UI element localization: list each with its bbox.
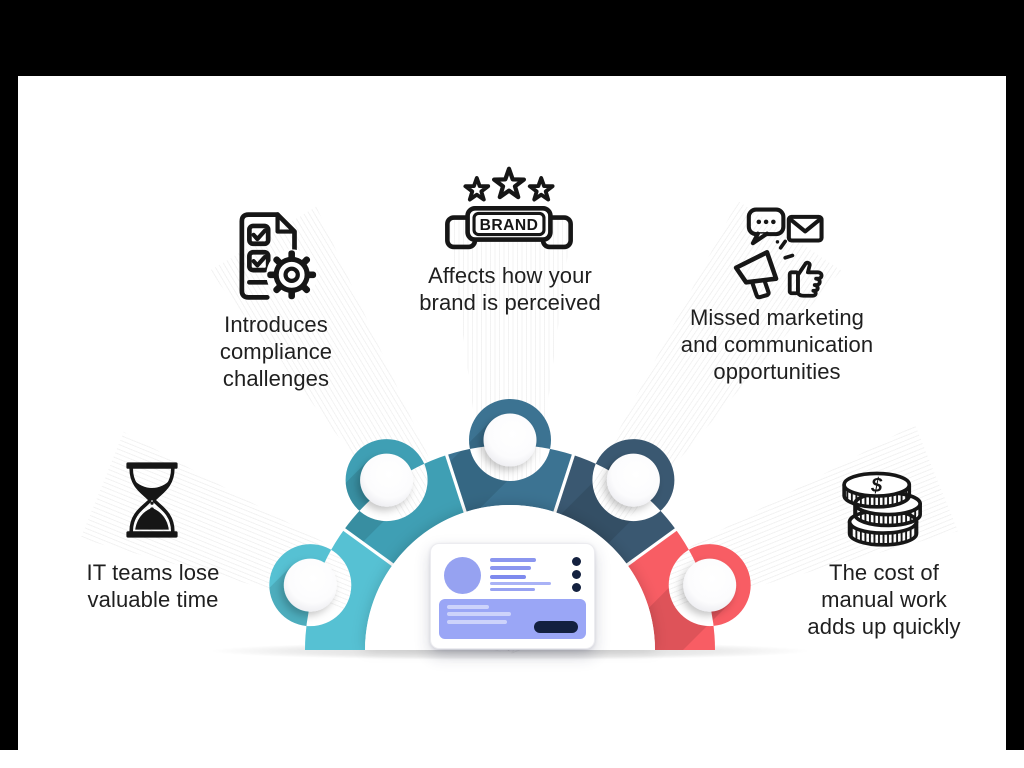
panel-text-line — [447, 620, 507, 624]
card-text-line — [490, 575, 526, 579]
caption-compliance: Introduces compliance challenges — [176, 311, 376, 392]
letterbox-left — [0, 76, 18, 750]
ui-card-illustration — [430, 543, 595, 649]
menu-dot — [572, 583, 581, 592]
caption-line: IT teams lose — [86, 560, 220, 585]
hourglass-icon — [120, 453, 184, 547]
card-text-line — [490, 558, 536, 562]
caption-line: and communication — [680, 332, 874, 357]
card-text-line — [490, 588, 535, 591]
caption-line: Missed marketing — [690, 305, 864, 330]
card-button — [534, 621, 578, 633]
caption-line: valuable time — [87, 587, 219, 612]
card-footer-panel — [439, 599, 586, 639]
knob-4 — [606, 453, 660, 507]
letterbox-top — [0, 0, 1024, 76]
knob-1 — [283, 558, 337, 612]
caption-line: compliance — [219, 339, 333, 364]
menu-dot — [572, 557, 581, 566]
caption-line: challenges — [222, 366, 330, 391]
fan-knobs — [283, 413, 737, 612]
letterbox-right — [1006, 76, 1024, 750]
gear-icon — [266, 249, 318, 301]
speech-bubble-icon — [746, 207, 786, 246]
caption-line: Introduces — [224, 312, 328, 337]
fan-segment-1 — [269, 529, 393, 650]
compliance-checklist-icon — [224, 206, 318, 306]
card-text-line — [490, 566, 531, 570]
caption-cost: The cost of manual work adds up quickly — [784, 559, 984, 640]
coin-top: $ — [842, 471, 912, 509]
brand-banner-icon: BRAND — [440, 164, 578, 260]
fan-gauge-graphic — [200, 385, 820, 670]
envelope-icon — [786, 214, 824, 243]
card-text-line — [490, 582, 551, 585]
caption-line: Affects how your — [428, 263, 592, 288]
dollar-sign: $ — [870, 475, 883, 497]
caption-line: adds up quickly — [807, 614, 961, 639]
avatar — [444, 557, 481, 594]
caption-it-time: IT teams lose valuable time — [53, 559, 253, 613]
knob-2 — [360, 453, 414, 507]
caption-line: opportunities — [713, 359, 841, 384]
panel-text-line — [447, 605, 489, 609]
caption-line: manual work — [821, 587, 947, 612]
panel-text-line — [447, 612, 511, 616]
marketing-communication-icon — [727, 207, 827, 304]
caption-line: The cost of — [829, 560, 939, 585]
star-icon — [491, 166, 527, 200]
caption-marketing: Missed marketing and communication oppor… — [666, 304, 888, 385]
knob-5 — [683, 558, 737, 612]
brand-banner-label: BRAND — [480, 217, 539, 234]
star-icon — [527, 176, 555, 202]
megaphone-icon — [733, 239, 795, 300]
money-coins-icon: $ — [836, 458, 931, 553]
caption-brand: Affects how your brand is perceived — [399, 262, 621, 316]
thumbs-up-icon — [787, 260, 824, 298]
fan-segment-3 — [446, 398, 574, 513]
caption-line: brand is perceived — [419, 290, 601, 315]
segment-gaps — [305, 409, 715, 569]
star-icon — [463, 176, 491, 202]
menu-dot — [572, 570, 581, 579]
knob-3 — [483, 413, 537, 467]
fan-segment-5 — [627, 529, 751, 650]
